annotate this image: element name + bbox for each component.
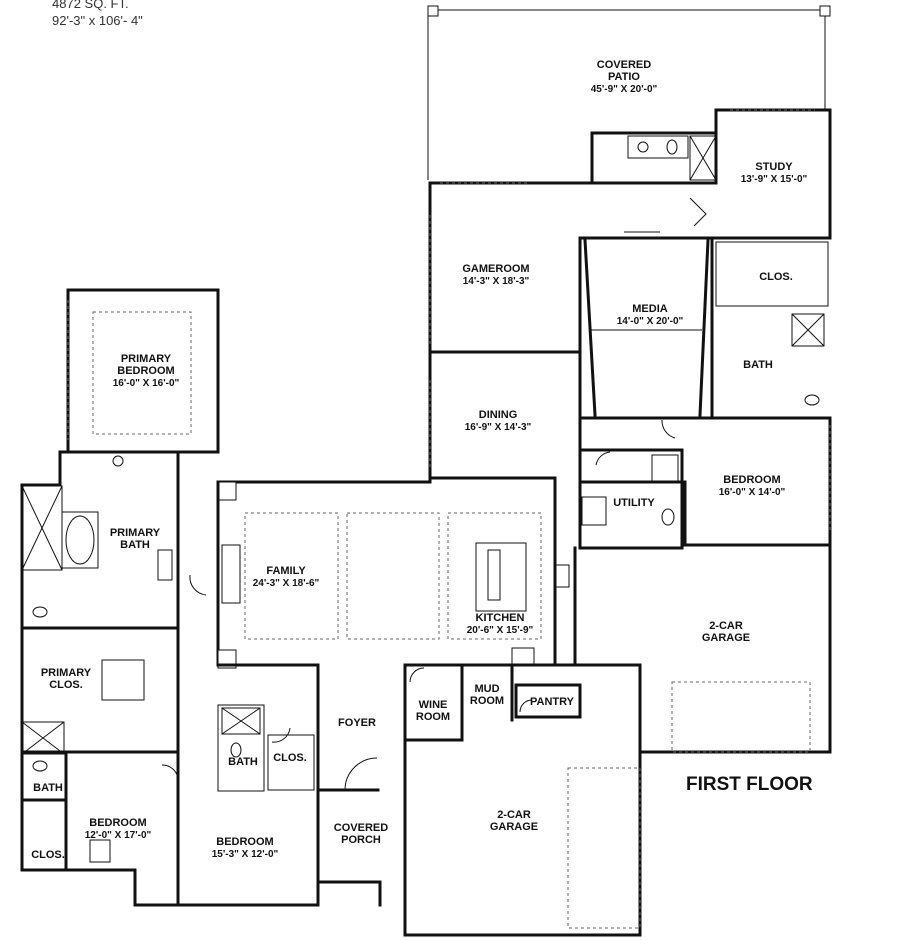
clos-west-name: CLOS.	[31, 849, 65, 861]
west-bedroom-walls	[20, 721, 180, 907]
utility-name: UTILITY	[613, 497, 655, 509]
covered-patio-name-line1: COVERED	[597, 59, 651, 71]
family-name: FAMILY	[266, 565, 306, 577]
wine-room-name-line2: ROOM	[416, 711, 450, 723]
garage-east-name-line1: 2-CAR	[709, 620, 743, 632]
study-name: STUDY	[755, 161, 793, 173]
primary-bedroom-dimensions: 16'-0" X 16'-0"	[113, 378, 180, 389]
study-dimensions: 13'-9" X 15'-0"	[741, 174, 808, 185]
gameroom-dimensions: 14'-3" X 18'-3"	[463, 276, 530, 287]
east-bedroom-walls	[578, 416, 832, 547]
family-dimensions: 24'-3" X 18'-6"	[253, 578, 320, 589]
primary-clos-walls	[20, 626, 180, 754]
primary-bedroom-name-line2: BEDROOM	[117, 365, 174, 377]
bedroom-east-name: BEDROOM	[723, 474, 780, 486]
media-dimensions: 14'-0" X 20'-0"	[617, 316, 684, 327]
garage-south-name-line1: 2-CAR	[497, 809, 531, 821]
bedroom-west-name: BEDROOM	[89, 817, 146, 829]
overall-dimensions-label: 92'-3" x 106'- 4"	[52, 13, 143, 28]
covered-porch-name-line2: PORCH	[341, 834, 381, 846]
covered-porch-name-line1: COVERED	[334, 822, 388, 834]
clos-bath-block	[710, 238, 829, 420]
garage-south-name-line2: GARAGE	[490, 821, 538, 833]
clos-center-name: CLOS.	[273, 752, 307, 764]
primary-bedroom-name-line1: PRIMARY	[121, 353, 172, 365]
bedroom-east-dimensions: 16'-0" X 14'-0"	[719, 487, 786, 498]
dining-name: DINING	[479, 409, 518, 421]
sqft-label: 4872 SQ. FT.	[52, 0, 129, 11]
covered-patio-outline	[427, 5, 831, 180]
kitchen-name: KITCHEN	[476, 612, 525, 624]
bedroom-south-name: BEDROOM	[216, 836, 273, 848]
foyer-name: FOYER	[338, 717, 376, 729]
dining-dimensions: 16'-9" X 14'-3"	[465, 422, 532, 433]
gameroom-name: GAMEROOM	[462, 263, 529, 275]
wine-room-name-line1: WINE	[419, 699, 448, 711]
primary-bath-walls	[20, 450, 180, 630]
primary-clos-name-line1: PRIMARY	[41, 667, 92, 679]
study-walls	[590, 108, 832, 240]
foyer-porch-walls	[316, 663, 407, 907]
media-name: MEDIA	[632, 303, 668, 315]
media-walls	[578, 231, 832, 420]
utility-walls	[578, 448, 684, 550]
covered-patio-dimensions: 45'-9" X 20'-0"	[591, 84, 658, 95]
kitchen-dimensions: 20'-6" X 15'-9"	[467, 625, 534, 636]
bath-west-name: BATH	[33, 782, 63, 794]
garage-east-walls	[573, 543, 832, 754]
mud-room-name-line1: MUD	[474, 683, 499, 695]
pantry-name: PANTRY	[530, 696, 575, 708]
family-kitchen-walls	[216, 476, 570, 669]
bath-center-name: BATH	[228, 756, 258, 768]
garage-east-name-line2: GARAGE	[702, 632, 750, 644]
door-swings	[161, 197, 707, 791]
garage-south-walls	[403, 738, 642, 937]
clos-upper-name: CLOS.	[759, 271, 793, 283]
covered-patio-name-line2: PATIO	[608, 71, 640, 83]
bedroom-west-dimensions: 12'-0" X 17'-0"	[85, 830, 152, 841]
primary-bath-name-line2: BATH	[120, 539, 150, 551]
floor-title: FIRST FLOOR	[686, 774, 813, 795]
bedroom-south-dimensions: 15'-3" X 12'-0"	[212, 849, 279, 860]
gameroom-walls	[428, 181, 718, 422]
primary-bath-name-line1: PRIMARY	[110, 527, 161, 539]
primary-clos-name-line2: CLOS.	[49, 679, 83, 691]
mud-room-name-line2: ROOM	[470, 695, 504, 707]
bath-upper-name: BATH	[743, 359, 773, 371]
south-bedroom-walls	[176, 663, 320, 907]
